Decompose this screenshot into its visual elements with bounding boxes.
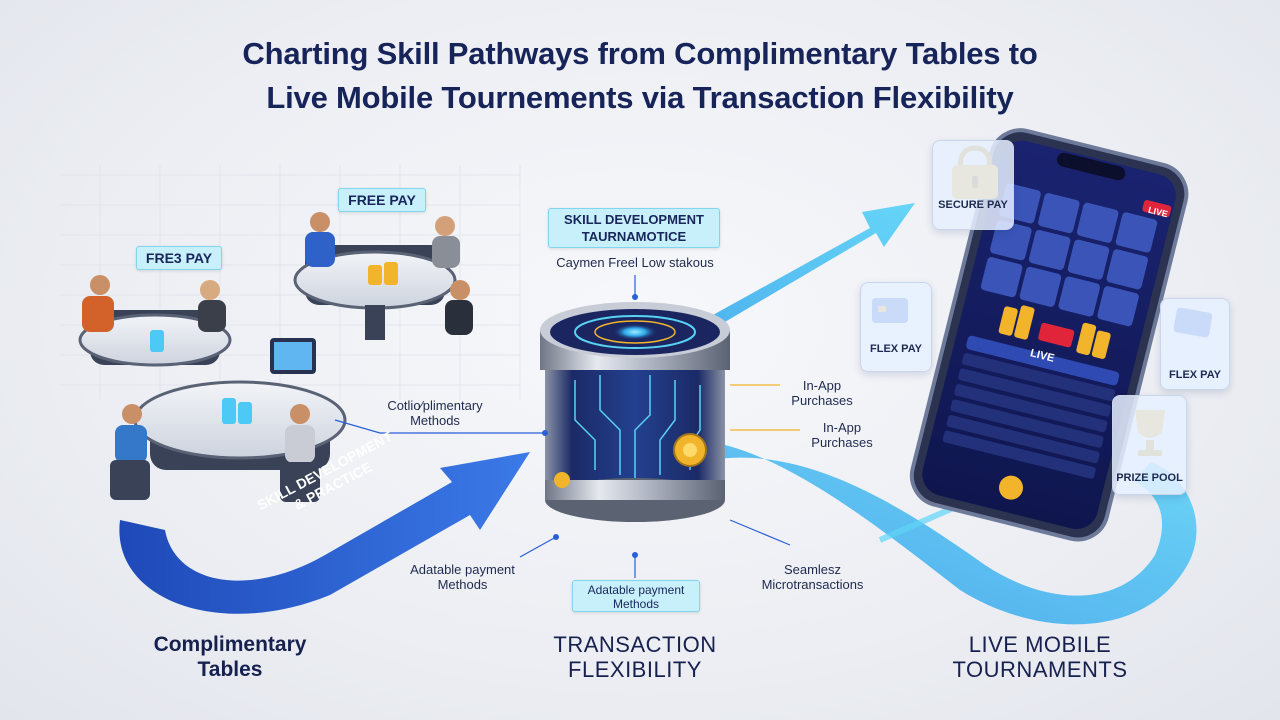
player-orange bbox=[82, 275, 114, 332]
page-title: Charting Skill Pathways from Complimenta… bbox=[0, 32, 1280, 120]
player-man-blue bbox=[305, 212, 335, 267]
connector-tables-cylinder bbox=[334, 419, 545, 434]
secure-pay-badge: SECURE PAY bbox=[932, 140, 1014, 230]
player-man-front-left bbox=[115, 404, 147, 463]
title-line-2: Live Mobile Tournements via Transaction … bbox=[266, 80, 1014, 115]
fre3-pay-tag: FRE3 PAY bbox=[136, 246, 222, 270]
leaderboard-list bbox=[942, 335, 1120, 479]
title-line-1: Charting Skill Pathways from Complimenta… bbox=[242, 36, 1038, 71]
player-woman bbox=[432, 216, 460, 268]
player-man-dark bbox=[445, 280, 473, 335]
section-complimentary-tables: Complimentary Tables bbox=[153, 633, 307, 681]
flex-pay-badge-right: FLEX PAY bbox=[1160, 298, 1230, 390]
free-pay-tag: FREE PAY bbox=[338, 188, 426, 212]
seamless-microtransactions-label: Seamlesz Microtransactions bbox=[761, 562, 864, 592]
skill-development-tag: SKILL DEVELOPMENT TAURNAMOTICE bbox=[548, 208, 720, 248]
poker-table-top bbox=[293, 212, 473, 340]
prize-pool-badge: PRIZE POOL bbox=[1112, 395, 1187, 495]
phone-chip-stacks bbox=[998, 305, 1111, 359]
in-app-purchases-label-2: In-App Purchases bbox=[811, 420, 873, 450]
live-top-badge bbox=[1142, 200, 1172, 218]
chip-stack-blue bbox=[150, 330, 164, 352]
flex-pay-badge-left: FLEX PAY bbox=[860, 282, 932, 372]
flexibility-arrow-right bbox=[700, 440, 1197, 625]
chip-stack-gold bbox=[368, 262, 398, 285]
transaction-cylinder bbox=[540, 302, 730, 522]
adaptable-payment-tag: Adatable payment Methods bbox=[572, 580, 700, 612]
in-app-purchases-label-1: In-App Purchases bbox=[791, 378, 853, 408]
chip-stack-blue-front bbox=[222, 398, 252, 424]
player-man-front-right bbox=[285, 404, 315, 463]
poker-table-left bbox=[78, 275, 232, 367]
phone-home-button bbox=[998, 475, 1023, 500]
complimentary-methods-label: Cotlio∕plimentary Methods bbox=[387, 398, 483, 428]
adaptable-payment-label: Adatable payment Methods bbox=[410, 562, 515, 592]
callout-lines bbox=[730, 384, 800, 431]
player-woman-left bbox=[198, 280, 226, 332]
caption-low-stakes: Caymen Freel Low stakous bbox=[556, 255, 714, 270]
section-live-mobile-tournaments: LIVE MOBILE TOURNAMENTS bbox=[952, 632, 1128, 682]
section-transaction-flexibility: TRANSACTION FLEXIBILITY bbox=[553, 632, 717, 682]
live-center-badge bbox=[1038, 322, 1075, 348]
skill-development-arrow bbox=[119, 452, 531, 614]
poker-table-front bbox=[110, 338, 347, 502]
